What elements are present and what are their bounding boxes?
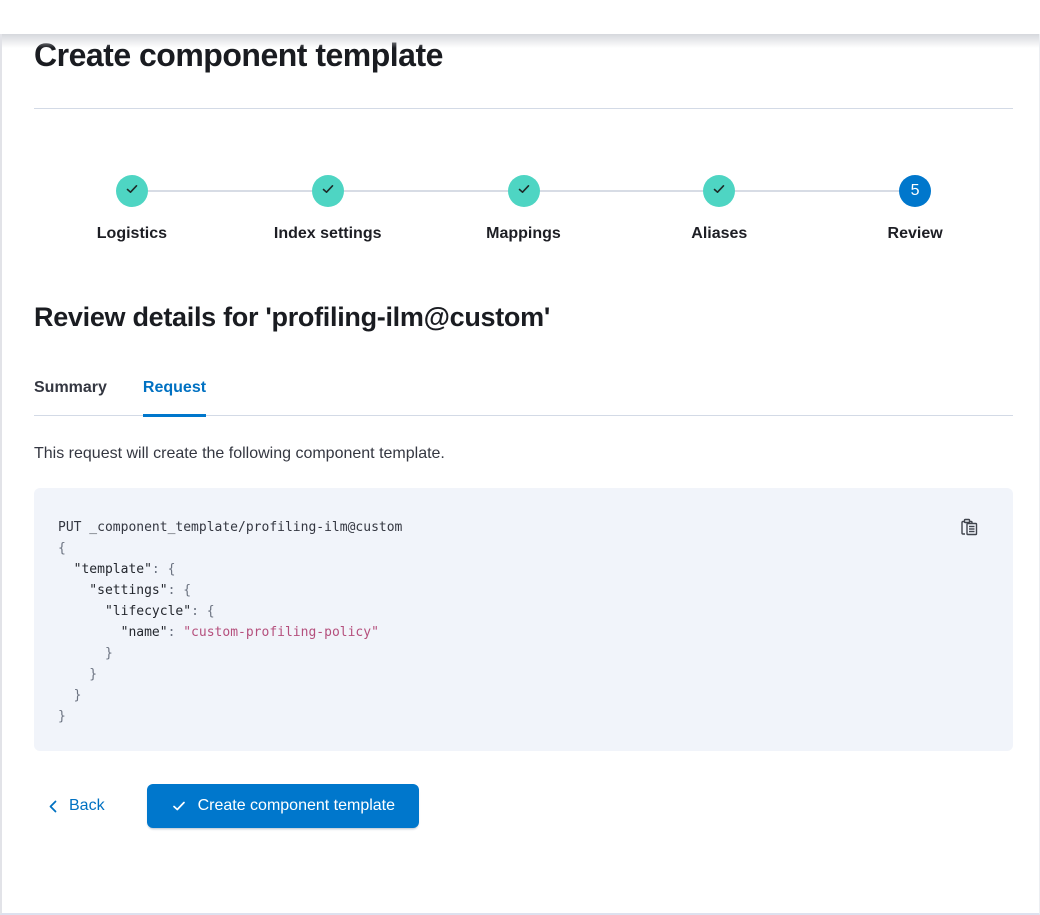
step-connector (343, 190, 426, 192)
check-icon (171, 798, 187, 814)
step-connector (735, 190, 818, 192)
create-component-template-button[interactable]: Create component template (146, 784, 420, 828)
footer-actions: Back Create component template (34, 784, 1013, 828)
step-connector (621, 190, 704, 192)
header-divider (34, 108, 1013, 109)
step-mappings[interactable]: Mappings (425, 175, 622, 245)
review-heading: Review details for 'profiling-ilm@custom… (34, 302, 550, 332)
step-logistics[interactable]: Logistics (34, 175, 230, 245)
page-title: Create component template (34, 37, 443, 73)
copy-button[interactable] (957, 516, 981, 540)
code-content: PUT _component_template/profiling-ilm@cu… (58, 520, 403, 724)
check-icon (516, 181, 532, 202)
step-review: 5 Review (817, 175, 1013, 245)
step-circle-current: 5 (899, 175, 932, 207)
step-number: 5 (910, 182, 920, 199)
step-connector (425, 190, 508, 192)
step-connector (229, 190, 312, 192)
step-connector (34, 190, 116, 192)
submit-button-label: Create component template (197, 797, 396, 814)
step-connector (147, 190, 230, 192)
back-button[interactable]: Back (46, 797, 105, 815)
step-index-settings[interactable]: Index settings (229, 175, 426, 245)
step-label: Index settings (273, 225, 382, 242)
review-tabs: Summary Request (34, 377, 1013, 417)
back-button-label: Back (69, 797, 105, 814)
step-connector (931, 190, 1013, 192)
check-icon (711, 181, 727, 202)
step-circle-complete[interactable] (507, 175, 540, 207)
step-label: Review (887, 225, 943, 242)
check-icon (124, 181, 140, 202)
step-circle-complete[interactable] (115, 175, 148, 207)
tab-request[interactable]: Request (142, 377, 207, 417)
request-description: This request will create the following c… (34, 445, 445, 462)
step-connector (817, 190, 900, 192)
step-label: Mappings (486, 225, 561, 242)
wizard-stepper: Logistics Index settings (34, 109, 1013, 245)
chevron-left-icon (46, 799, 60, 814)
copy-clipboard-icon (960, 517, 979, 540)
check-icon (320, 181, 336, 202)
step-connector (539, 190, 622, 192)
tab-summary[interactable]: Summary (34, 379, 107, 396)
step-circle-complete[interactable] (703, 175, 736, 207)
step-circle-complete[interactable] (311, 175, 344, 207)
request-code-block: PUT _component_template/profiling-ilm@cu… (34, 488, 1013, 751)
step-aliases[interactable]: Aliases (621, 175, 818, 245)
step-label: Aliases (691, 225, 748, 242)
create-component-template-page: Create component template Logistics (2, 34, 1039, 828)
step-label: Logistics (96, 225, 168, 242)
